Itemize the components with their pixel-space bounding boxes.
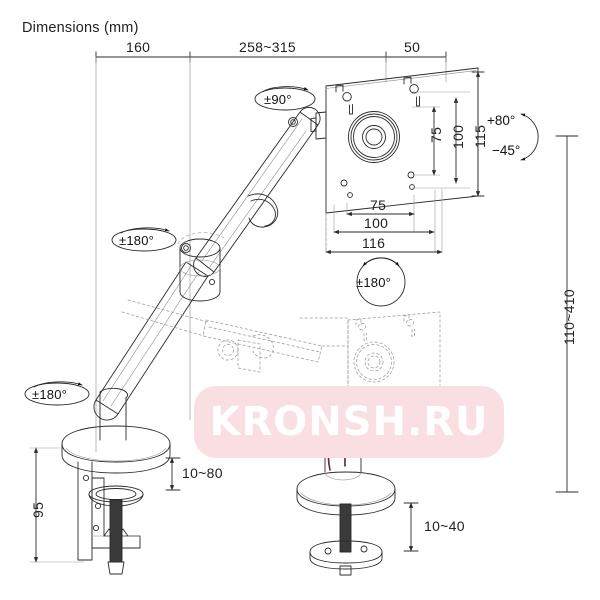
vesa-vertical-dimensions <box>411 71 485 197</box>
dim-50-label: 50 <box>404 39 421 55</box>
upper-arm <box>93 106 321 421</box>
dim-vesa-v-75-label: 75 <box>428 126 444 143</box>
elbow-joint <box>177 232 225 302</box>
top-dimension-chain <box>95 51 447 453</box>
dim-post-height-label: 95 <box>30 501 46 518</box>
rotation-elbow-label: ±180° <box>119 233 155 248</box>
rotation-vesa-label: ±180° <box>356 275 392 290</box>
rotation-callouts <box>24 86 406 406</box>
vesa-plate-main <box>310 67 479 214</box>
dim-vesa-v-100-label: 100 <box>450 124 466 149</box>
rotation-head-swivel-label: ±90° <box>264 92 292 107</box>
page-title: Dimensions (mm) <box>22 20 139 36</box>
dim-vesa-h-75-label: 75 <box>370 197 387 213</box>
height-range-dimension <box>555 135 579 493</box>
tilt-down-label: −45° <box>492 143 521 158</box>
dim-258-315-label: 258~315 <box>239 39 296 55</box>
watermark-text: KRONSH.RU <box>209 399 489 445</box>
dim-vesa-v-115-label: 115 <box>472 124 488 148</box>
left-vertical-dimensions <box>29 447 181 563</box>
tilt-up-label: +80° <box>487 113 516 128</box>
post-and-desk-clamp <box>61 387 171 575</box>
dim-160-label: 160 <box>126 39 151 55</box>
rotation-base-label: ±180° <box>32 387 68 402</box>
dim-height-range-label: 110~410 <box>561 289 577 345</box>
dim-grommet-range-label: 10~40 <box>424 518 465 534</box>
tilt-arc <box>520 113 539 161</box>
dim-vesa-h-116-label: 116 <box>362 235 386 251</box>
watermark-background <box>194 386 504 458</box>
dim-vesa-h-100-label: 100 <box>364 215 389 231</box>
ghost-lowered-position <box>121 212 441 413</box>
dim-clamp-range-label: 10~80 <box>182 465 223 481</box>
grommet-range-dimension <box>403 502 419 552</box>
